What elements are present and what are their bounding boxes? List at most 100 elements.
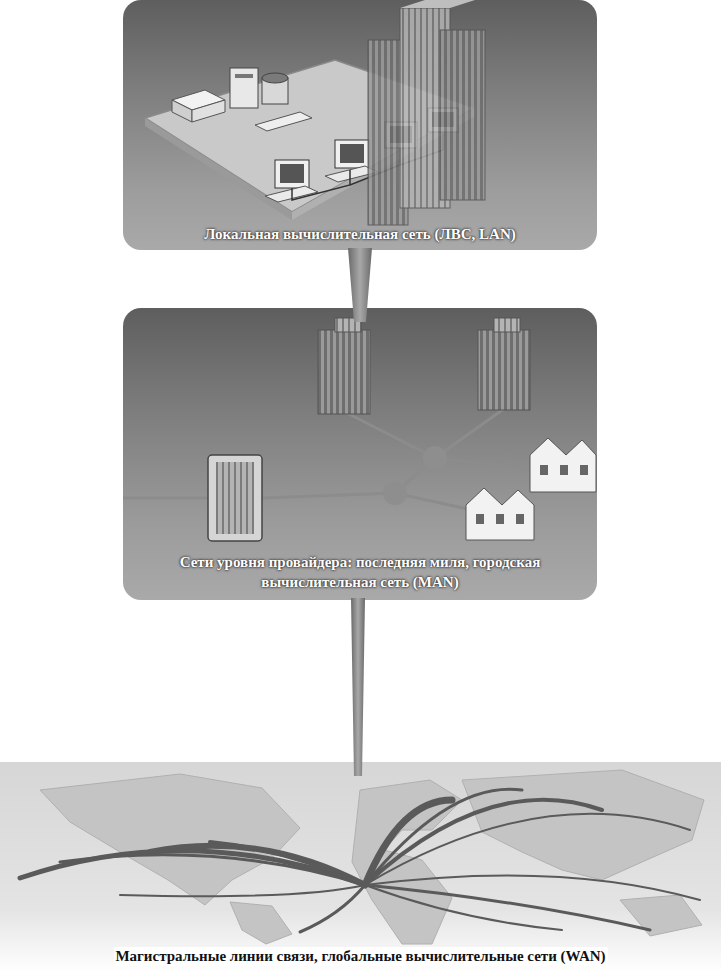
- drawing-line: [395, 493, 495, 515]
- drawing-line: [123, 497, 208, 500]
- server-tower: [208, 455, 262, 541]
- drawing-path: [60, 855, 365, 885]
- drawing-rect: [390, 126, 412, 143]
- server-icon: [230, 68, 258, 108]
- drawing-rect: [496, 514, 504, 524]
- drawing-path: [365, 814, 690, 885]
- link-funnel: [348, 248, 372, 322]
- drawing-polygon: [400, 0, 475, 8]
- printer-icon: [172, 90, 225, 122]
- drawing-rect: [432, 112, 454, 127]
- drawing-rect: [216, 462, 254, 534]
- drawing-rect: [340, 144, 364, 163]
- drawing-line: [435, 408, 505, 458]
- drawing-path: [300, 885, 365, 932]
- network-panel: Сети уровня провайдера: последняя миля, …: [123, 308, 597, 600]
- network-node: [383, 481, 407, 505]
- office-building: [318, 318, 370, 414]
- panel-caption: Локальная вычислительная сеть (ЛВС, LAN): [129, 225, 591, 245]
- drawing-polygon: [466, 488, 534, 540]
- drawing-line: [345, 412, 435, 458]
- office-buildings: [368, 0, 485, 225]
- drawing-rect: [516, 514, 524, 524]
- drawing-polygon: [192, 100, 225, 122]
- link-funnel: [351, 598, 365, 776]
- drawing-rect: [494, 318, 520, 332]
- drawing-rect: [478, 330, 530, 410]
- drawing-path: [462, 770, 704, 880]
- drawing-rect: [385, 122, 417, 148]
- drawing-rect: [560, 465, 568, 475]
- drawing-rect: [230, 68, 258, 108]
- drawing-polygon: [172, 100, 192, 122]
- drawing-rect: [476, 514, 484, 524]
- drawing-rect: [318, 330, 370, 414]
- drawing-path: [230, 902, 292, 944]
- network-panel: Локальная вычислительная сеть (ЛВС, LAN): [123, 0, 597, 250]
- house-icon: [530, 438, 596, 492]
- drawing-path: [365, 789, 522, 885]
- drawing-rect: [440, 30, 485, 200]
- drawing-polygon: [530, 438, 596, 492]
- drawing-ellipse: [262, 73, 288, 83]
- drawing-path: [40, 774, 300, 905]
- drawing-polygon: [255, 112, 312, 131]
- drawing-path: [365, 875, 700, 900]
- workstation-icon: [385, 122, 417, 148]
- drawing-line: [395, 458, 435, 493]
- drawing-rect: [428, 108, 458, 132]
- drawing-rect: [235, 74, 253, 78]
- backbone-arcs: [20, 789, 700, 932]
- drawing-rect: [335, 318, 361, 332]
- link-funnel-body: [351, 598, 365, 776]
- drawing-polygon: [145, 60, 475, 212]
- drawing-rect: [275, 160, 309, 188]
- office-building: [478, 318, 530, 410]
- drawing-path: [365, 885, 562, 930]
- workstation-icon: [265, 160, 318, 202]
- lan-illustration: [145, 0, 485, 225]
- keyboard-icon: [255, 112, 312, 131]
- drawing-rect: [368, 40, 408, 225]
- drawing-rect: [400, 8, 450, 208]
- panel-caption: Сети уровня провайдера: последняя миля, …: [129, 553, 591, 592]
- drawing-rect: [208, 455, 262, 541]
- drawing-polygon: [325, 166, 378, 182]
- drawing-rect: [280, 164, 304, 183]
- drawing-polyline: [350, 148, 400, 185]
- drawing-rect: [335, 140, 369, 168]
- drawing-line: [435, 458, 540, 470]
- network-node: [423, 446, 447, 470]
- workstation-icon: [428, 108, 458, 132]
- panel-caption: Магистральные линии связи, глобальные вы…: [113, 947, 607, 967]
- link-lines: [123, 408, 540, 515]
- world-map: [40, 770, 704, 944]
- drawing-rect: [540, 465, 548, 475]
- drawing-path: [210, 842, 365, 885]
- drawing-path: [365, 885, 650, 930]
- drawing-polyline: [292, 170, 350, 200]
- map-band: Магистральные линии связи, глобальные вы…: [0, 762, 721, 972]
- workstation-icon: [325, 140, 378, 182]
- drawing-polyline: [400, 132, 443, 165]
- drawing-path: [150, 846, 365, 885]
- man-illustration: [123, 318, 596, 541]
- drawing-rect: [580, 465, 588, 475]
- drawing-polygon: [145, 118, 292, 220]
- drawing-path: [20, 851, 365, 885]
- link-funnel-body: [348, 248, 372, 322]
- drawing-polygon: [172, 90, 225, 110]
- drawing-path: [365, 800, 602, 885]
- drawing-path: [352, 780, 462, 944]
- drawing-path: [365, 800, 452, 885]
- drawing-polygon: [292, 108, 475, 220]
- drawing-path: [120, 885, 365, 896]
- house-icon: [466, 488, 534, 540]
- drawing-line: [262, 493, 395, 498]
- storage-icon: [262, 73, 288, 104]
- drawing-polygon: [265, 186, 318, 202]
